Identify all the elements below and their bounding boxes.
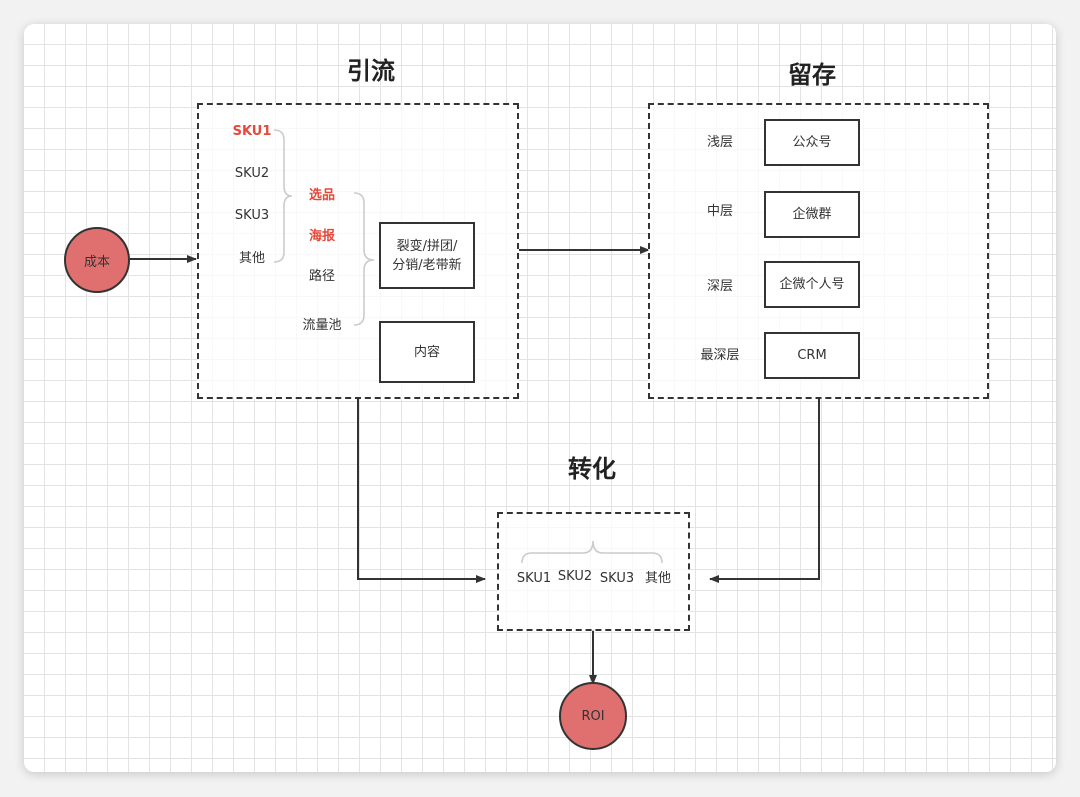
cost-node-label: 成本 bbox=[83, 254, 110, 270]
zhuanhua-item-3: SKU3 bbox=[599, 571, 635, 586]
content-box-label: 内容 bbox=[413, 344, 440, 360]
zhuanhua-item-4: 其他 bbox=[644, 571, 672, 586]
channel-box-official-account: 公众号 bbox=[764, 119, 860, 166]
channel-label-crm: CRM bbox=[797, 348, 827, 363]
level-label-deep: 深层 bbox=[706, 279, 734, 294]
content-box: 内容 bbox=[379, 321, 475, 383]
sku-item-2: SKU2 bbox=[234, 166, 270, 181]
level-label-shallow: 浅层 bbox=[706, 135, 734, 150]
channel-label-wecom-personal: 企微个人号 bbox=[779, 277, 845, 292]
mid-item-path: 路径 bbox=[308, 269, 336, 284]
fission-box-line1: 裂变/拼团/ bbox=[396, 238, 458, 254]
channel-label-official-account: 公众号 bbox=[792, 135, 832, 150]
zhuanhua-item-2: SKU2 bbox=[557, 569, 593, 584]
channel-label-wecom-group: 企微群 bbox=[792, 207, 832, 222]
sku-item-1: SKU1 bbox=[232, 124, 272, 139]
channel-box-crm: CRM bbox=[764, 332, 860, 379]
title-liucun: 留存 bbox=[788, 61, 836, 89]
arrow-yinliu-to-zhuanhua bbox=[357, 398, 486, 583]
level-label-middle: 中层 bbox=[706, 204, 734, 219]
zhuanhua-item-1: SKU1 bbox=[516, 571, 552, 586]
title-yinliu: 引流 bbox=[347, 57, 395, 85]
arrow-liucun-to-zhuanhua bbox=[709, 398, 820, 583]
zhuanhua-container bbox=[497, 512, 690, 631]
mid-item-traffic-pool: 流量池 bbox=[302, 318, 342, 333]
title-zhuanhua: 转化 bbox=[568, 455, 616, 483]
fission-box-line2: 分销/老带新 bbox=[392, 257, 462, 273]
cost-node: 成本 bbox=[64, 227, 130, 293]
mid-item-select: 选品 bbox=[308, 188, 336, 203]
channel-box-wecom-personal: 企微个人号 bbox=[764, 261, 860, 308]
level-label-deepest: 最深层 bbox=[700, 348, 740, 363]
mid-item-poster: 海报 bbox=[308, 229, 336, 244]
roi-node: ROI bbox=[559, 682, 627, 750]
roi-node-label: ROI bbox=[581, 708, 605, 724]
fission-box: 裂变/拼团/ 分销/老带新 bbox=[379, 222, 475, 289]
sku-item-4: 其他 bbox=[238, 251, 266, 266]
sku-item-3: SKU3 bbox=[234, 208, 270, 223]
channel-box-wecom-group: 企微群 bbox=[764, 191, 860, 238]
